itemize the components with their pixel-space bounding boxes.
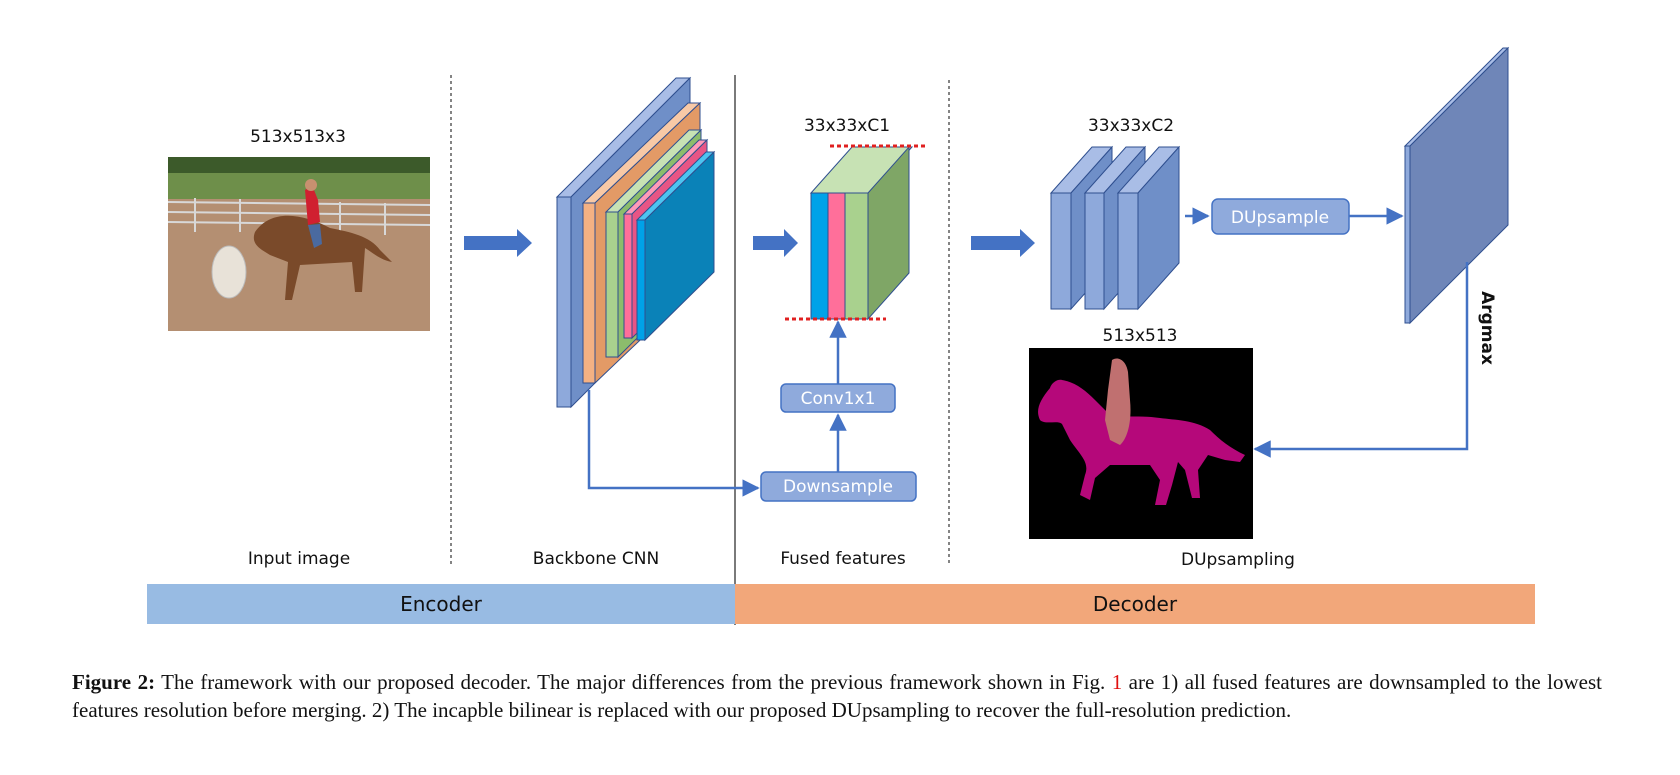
decoder-bar-label: Decoder xyxy=(1093,592,1178,616)
figure-reference-link[interactable]: 1 xyxy=(1111,670,1123,694)
framework-diagram: 513x513x3 xyxy=(147,46,1535,625)
figure-caption: Figure 2: The framework with our propose… xyxy=(72,668,1602,724)
fused-feature-block xyxy=(809,145,914,321)
figure-caption-text: The framework with our proposed decoder.… xyxy=(155,670,1112,694)
output-dimension-label: 513x513 xyxy=(1103,326,1178,346)
input-dimension-label: 513x513x3 xyxy=(250,127,346,147)
decoder-feature-stack xyxy=(1049,145,1181,311)
section-label-input: Input image xyxy=(248,549,350,569)
dupsample-label: DUpsample xyxy=(1231,208,1329,228)
encoder-bar-label: Encoder xyxy=(400,592,483,616)
backbone-cnn-layers xyxy=(555,76,716,409)
downsample-label: Downsample xyxy=(783,477,893,497)
figure-caption-label: Figure 2: xyxy=(72,670,156,694)
segmentation-output xyxy=(1029,348,1253,539)
argmax-arrow xyxy=(1253,262,1469,458)
section-label-backbone: Backbone CNN xyxy=(533,549,659,569)
forward-arrow xyxy=(971,229,1035,257)
conv1x1-label: Conv1x1 xyxy=(801,389,876,409)
section-label-dupsampling: DUpsampling xyxy=(1181,550,1295,570)
section-label-fused: Fused features xyxy=(780,549,906,569)
fused-dimension-label: 33x33xC1 xyxy=(804,116,890,136)
output-feature-plane xyxy=(1403,46,1510,325)
skip-connection-arrow xyxy=(587,390,760,497)
forward-arrow xyxy=(464,229,532,257)
forward-arrow xyxy=(753,229,798,257)
argmax-label: Argmax xyxy=(1477,291,1497,365)
figure-caption-text: are 1) all fused features are downsample… xyxy=(72,670,1602,722)
input-image xyxy=(167,157,431,331)
encoder-bar xyxy=(147,584,735,624)
decoder-dimension-label: 33x33xC2 xyxy=(1088,116,1174,136)
decoder-bar xyxy=(735,584,1535,624)
